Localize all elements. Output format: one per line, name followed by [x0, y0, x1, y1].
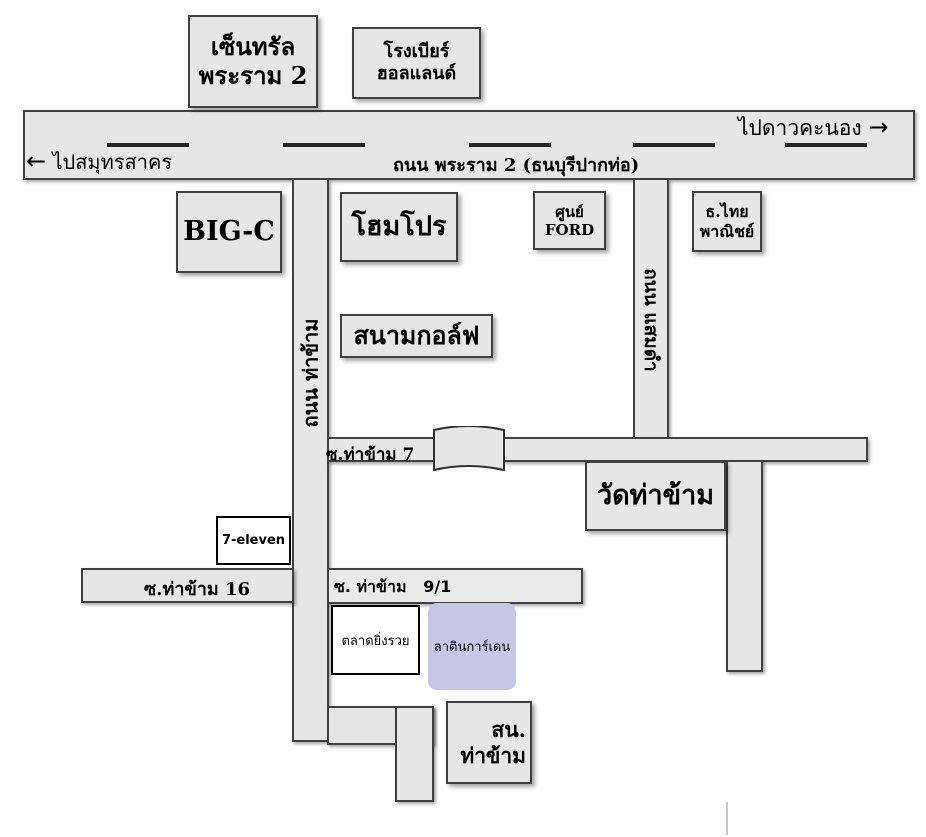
beer-line2: ฮอลแลนด์	[376, 63, 457, 84]
latin-garden-text: ลาตินการ์เดน	[433, 640, 511, 655]
beer-holland-box: โรงเบียร์ ฮอลแลนด์	[352, 27, 481, 99]
soi-16-road	[81, 568, 294, 603]
divider-line	[726, 802, 728, 835]
road-dash	[283, 143, 365, 147]
seven-eleven-text: 7-eleven	[221, 533, 286, 548]
big-c-text: BIG-C	[183, 215, 275, 247]
soi-9-1-label: ซ. ท่าข้าม 9/1	[334, 577, 452, 596]
to-samut-sakhon-label: ← ไปสมุทรสาคร	[26, 146, 172, 178]
latin-garden-area: ลาตินการ์เดน	[428, 603, 516, 690]
soi-7-label: ซ.ท่าข้าม 7	[326, 445, 415, 465]
arrow-right-icon: →	[868, 113, 889, 141]
police-line2: ท่าข้าม	[460, 742, 526, 768]
wat-road	[726, 460, 763, 672]
central-line1: เซ็นทรัล	[210, 31, 296, 61]
soi-9-1-road	[327, 568, 583, 604]
home-pro-text: โฮมโปร	[351, 210, 447, 242]
scb-bank-box: ธ.ไทย พาณิชย์	[692, 191, 762, 252]
market-text: ตลาดยิ่งรวย	[341, 633, 410, 649]
bridge-icon	[433, 426, 505, 472]
ford-center-box: ศูนย์ FORD	[533, 191, 606, 250]
bank-line1: ธ.ไทย	[705, 202, 749, 222]
big-c-box: BIG-C	[176, 191, 282, 273]
road-dash	[107, 143, 189, 147]
to-dao-khanong-text: ไปดาวคะนอง	[738, 116, 862, 140]
to-samut-sakhon-text: ไปสมุทรสาคร	[52, 150, 173, 174]
bank-line2: พาณิชย์	[699, 221, 755, 241]
samae-dam-road	[633, 180, 669, 440]
golf-course-box: สนามกอล์ฟ	[340, 314, 493, 358]
tha-kham-road-label: ถนน ท่าข้าม	[298, 318, 323, 428]
arrow-left-icon: ←	[26, 147, 47, 175]
lower-road-vertical	[395, 706, 434, 802]
ford-line1: ศูนย์	[555, 202, 584, 221]
road-dash	[633, 143, 715, 147]
road-dash	[785, 143, 867, 147]
police-line1: สน.	[491, 717, 526, 743]
soi-16-label: ซ.ท่าข้าม 16	[144, 579, 251, 600]
seven-eleven-box: 7-eleven	[216, 516, 291, 565]
to-dao-khanong-label: ไปดาวคะนอง →	[738, 112, 888, 145]
police-station-box: สน. ท่าข้าม	[446, 701, 532, 784]
samae-dam-road-label: ถนน แสมดำ	[640, 268, 662, 372]
ford-line2: FORD	[544, 220, 595, 239]
beer-line1: โรงเบียร์	[383, 41, 450, 63]
wat-tha-kham-text: วัดท่าข้าม	[596, 479, 715, 511]
tha-kham-road	[292, 180, 329, 742]
central-line2: พระราม 2	[198, 60, 308, 90]
golf-text: สนามกอล์ฟ	[353, 321, 480, 350]
road-dash	[469, 143, 551, 147]
home-pro-box: โฮมโปร	[340, 192, 458, 262]
central-rama2-box: เซ็นทรัล พระราม 2	[188, 15, 318, 108]
market-box: ตลาดยิ่งรวย	[331, 605, 420, 675]
wat-tha-kham-box: วัดท่าข้าม	[585, 461, 726, 531]
rama2-road-label: ถนน พระราม 2 (ธนบุรีปากท่อ)	[393, 155, 640, 176]
